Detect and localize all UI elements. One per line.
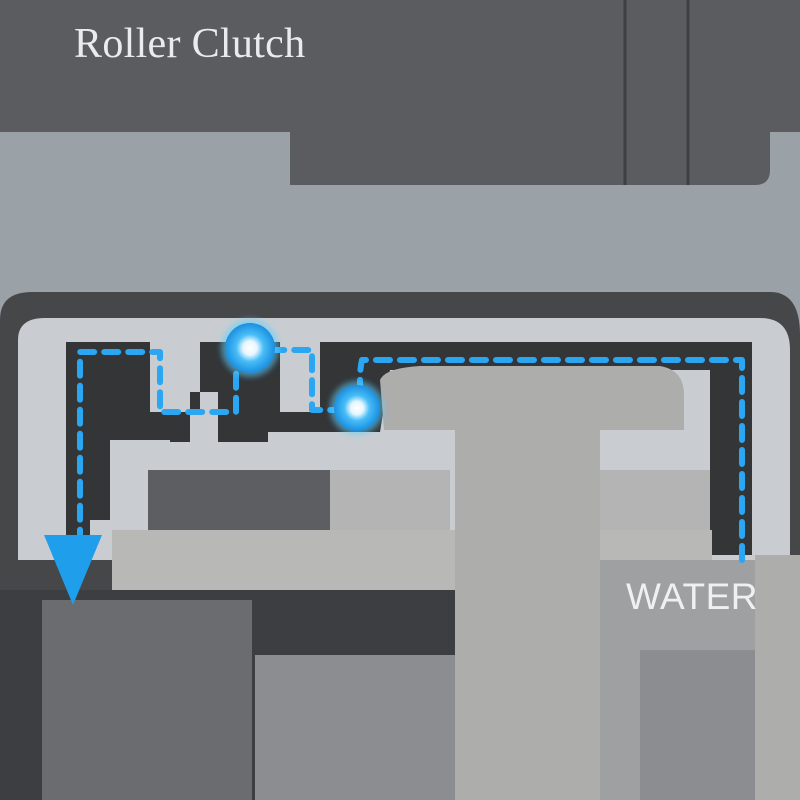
- water-droplet: [330, 381, 384, 435]
- shaft: [380, 366, 684, 800]
- lower-housing: [0, 560, 755, 800]
- shaft-assembly: [112, 366, 800, 800]
- roller-clutch-housing: [0, 0, 800, 185]
- flow-arrow-head: [44, 535, 102, 605]
- water-droplet: [221, 319, 279, 377]
